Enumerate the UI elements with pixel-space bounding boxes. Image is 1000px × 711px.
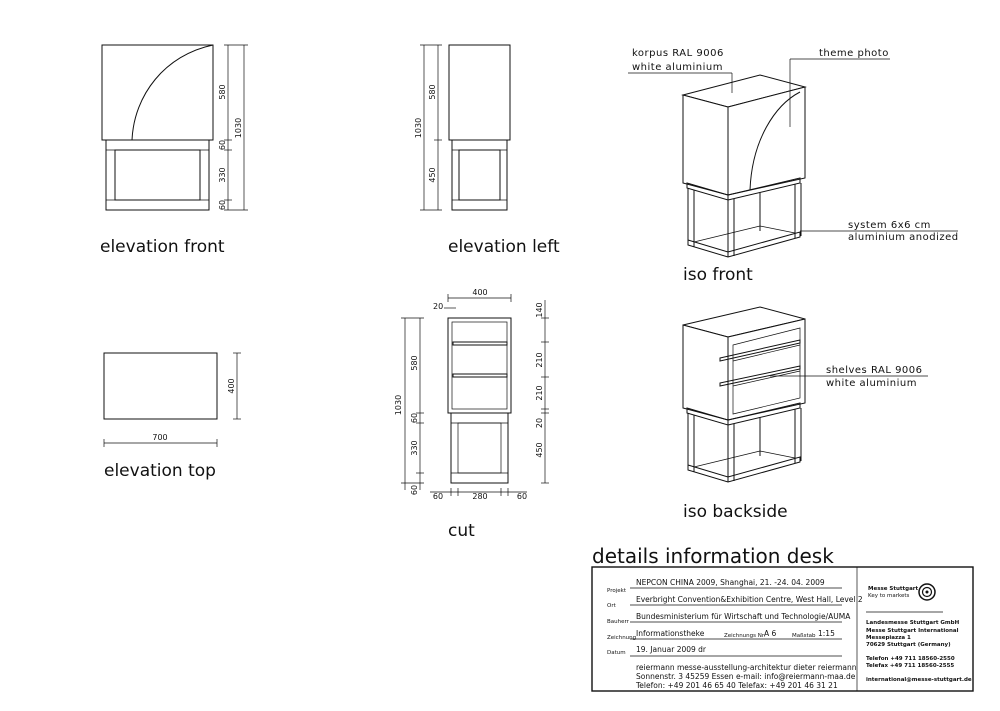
tb-zeichnung: Informationstheke — [636, 629, 705, 638]
tb-massstab: 1:15 — [818, 629, 835, 638]
dim-top-700: 700 — [152, 433, 167, 442]
dim-front-580: 580 — [218, 84, 227, 99]
tb-label-datum: Datum — [607, 650, 626, 656]
logo-line1: Messe Stuttgart — [868, 586, 919, 592]
messe-stuttgart-logo: Messe Stuttgart Key to markets — [868, 583, 936, 601]
label-iso-front: iso front — [683, 265, 753, 285]
elevation-left-drawing: 1030 580 450 elevation left — [414, 44, 560, 257]
dim-cut-bottom-280: 280 — [472, 492, 487, 501]
label-cut: cut — [448, 521, 475, 541]
tb-label-zeichnungs-nr: Zeichnungs Nr. — [724, 633, 766, 639]
tb-architect-1: reiermann messe-ausstellung-architektur … — [636, 663, 857, 672]
note-korpus-1: korpus RAL 9006 — [632, 48, 724, 59]
tb-bauherr: Bundesministerium für Wirtschaft und Tec… — [636, 612, 851, 621]
note-shelves-1: shelves RAL 9006 — [826, 365, 923, 376]
tb-ort: Everbright Convention&Exhibition Centre,… — [636, 595, 863, 604]
dim-front-330: 330 — [218, 167, 227, 182]
note-system-1: system 6x6 cm — [848, 220, 931, 231]
label-elevation-top: elevation top — [104, 461, 216, 481]
dim-cut-bottom-60b: 60 — [517, 492, 527, 501]
label-elevation-left: elevation left — [448, 237, 560, 257]
dim-cut-330: 330 — [410, 440, 419, 455]
cut-drawing: 1030 580 60 330 60 140 210 210 20 450 40… — [394, 288, 549, 541]
tb-label-ort: Ort — [607, 603, 617, 609]
note-theme-photo: theme photo — [819, 48, 889, 59]
dim-cut-400: 400 — [472, 288, 487, 297]
elevation-front-drawing: 580 1030 60 330 60 elevation front — [100, 44, 248, 257]
tb-datum: 19. Januar 2009 dr — [636, 645, 707, 654]
tb-client-6: Telefax +49 711 18560-2555 — [866, 663, 954, 669]
tb-architect-3: Telefon: +49 201 46 65 40 Telefax: +49 2… — [635, 681, 838, 690]
tb-client-4: 70629 Stuttgart (Germany) — [866, 642, 951, 648]
dim-cut-20b: 20 — [535, 418, 544, 428]
label-iso-backside: iso backside — [683, 502, 788, 522]
tb-label-zeichnung: Zeichnung — [607, 635, 636, 641]
tb-client-7: international@messe-stuttgart.de — [866, 677, 972, 683]
dim-cut-450: 450 — [535, 442, 544, 457]
note-shelves-2: white aluminium — [826, 378, 917, 389]
note-system-2: aluminium anodized — [848, 232, 959, 243]
dim-cut-1030: 1030 — [394, 395, 403, 415]
dim-cut-210b: 210 — [535, 385, 544, 400]
dim-left-450: 450 — [428, 167, 437, 182]
dim-front-60b: 60 — [218, 200, 227, 210]
dim-cut-60b: 60 — [410, 485, 419, 495]
dim-front-60a: 60 — [218, 140, 227, 150]
dim-cut-140: 140 — [535, 302, 544, 317]
tb-client-3: Messepiazza 1 — [866, 635, 911, 641]
dim-cut-210a: 210 — [535, 352, 544, 367]
tb-label-projekt: Projekt — [607, 588, 627, 594]
tb-architect-2: Sonnenstr. 3 45259 Essen e-mail: info@re… — [636, 672, 856, 681]
title-block: Projekt Ort Bauherr Zeichnung Datum NEPC… — [591, 566, 974, 692]
iso-front-drawing: korpus RAL 9006 white aluminium theme ph… — [628, 48, 959, 285]
dim-cut-bottom-60a: 60 — [433, 492, 443, 501]
logo-line2: Key to markets — [868, 593, 910, 599]
dim-front-1030: 1030 — [234, 118, 243, 138]
tb-projekt: NEPCON CHINA 2009, Shanghai, 21. -24. 04… — [636, 578, 825, 587]
dim-cut-580: 580 — [410, 355, 419, 370]
tb-label-bauherr: Bauherr — [607, 619, 630, 625]
dim-top-400: 400 — [227, 378, 236, 393]
elevation-top-drawing: 400 700 elevation top — [103, 352, 241, 481]
note-korpus-2: white aluminium — [632, 62, 723, 73]
tb-client-1: Landesmesse Stuttgart GmbH — [866, 620, 960, 626]
tb-client-5: Telefon +49 711 18560-2550 — [866, 656, 955, 662]
dim-left-580: 580 — [428, 84, 437, 99]
tb-client-2: Messe Stuttgart International — [866, 628, 959, 634]
dim-cut-20: 20 — [433, 302, 443, 311]
drawing-title: details information desk — [592, 544, 834, 568]
label-elevation-front: elevation front — [100, 237, 225, 257]
dim-left-1030: 1030 — [414, 118, 423, 138]
iso-backside-drawing: shelves RAL 9006 white aluminium iso bac… — [682, 306, 928, 522]
tb-zeichnungs-nr: A 6 — [764, 629, 777, 638]
dim-cut-60: 60 — [410, 413, 419, 423]
tb-label-massstab: Maßstab — [792, 633, 816, 639]
